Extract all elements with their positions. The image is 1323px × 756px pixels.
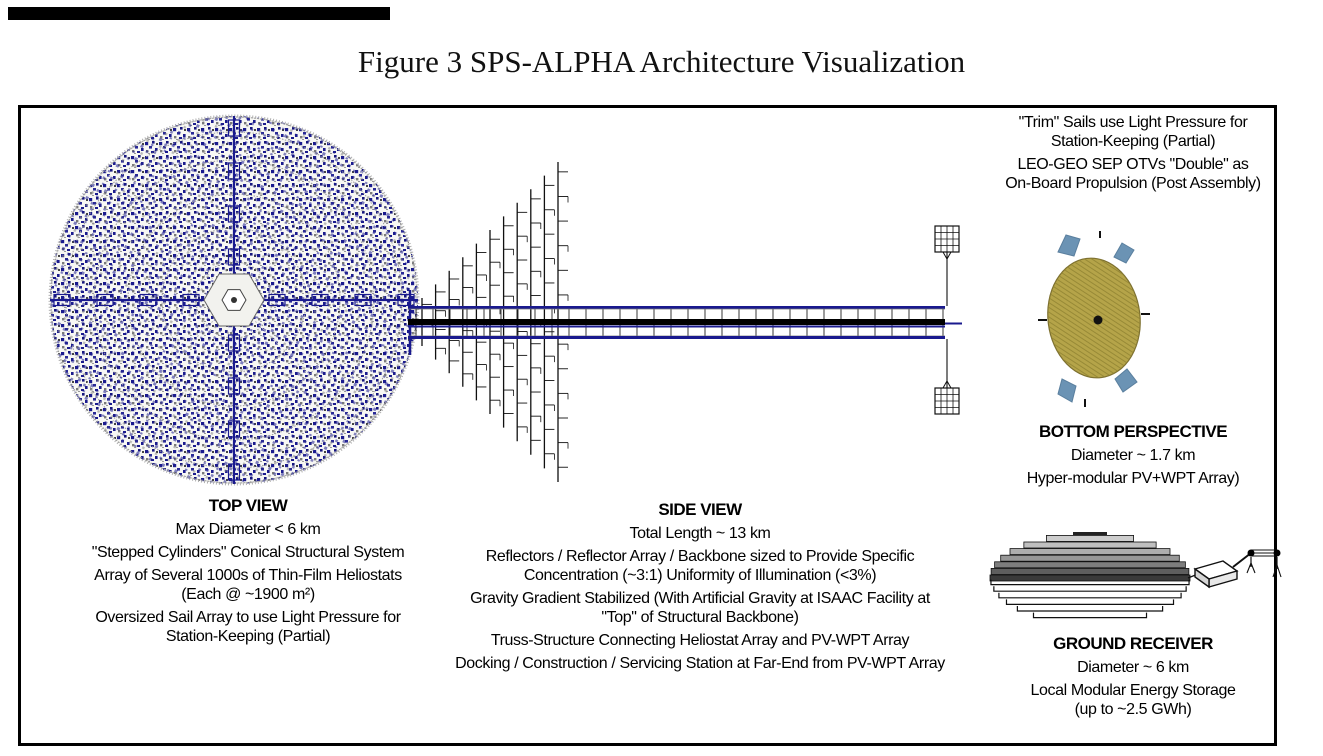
side-view-heading: SIDE VIEW xyxy=(658,500,742,519)
caption-line: (Each @ ~1900 m²) xyxy=(181,586,315,603)
top-view-diagram xyxy=(48,114,420,486)
caption-line: Hyper-modular PV+WPT Array) xyxy=(1026,470,1240,487)
caption-line: Array of Several 1000s of Thin-Film Heli… xyxy=(94,567,402,584)
caption-line: "Trim" Sails use Light Pressure for xyxy=(1018,114,1248,131)
caption-line: Concentration (~3:1) Uniformity of Illum… xyxy=(523,567,877,584)
caption-line: "Top" of Structural Backbone) xyxy=(601,609,799,626)
caption-line: Docking / Construction / Servicing Stati… xyxy=(455,655,945,672)
caption-line: On-Board Propulsion (Post Assembly) xyxy=(1005,175,1261,192)
caption-line: LEO-GEO SEP OTVs "Double" as xyxy=(1017,156,1249,173)
caption-line: Diameter ~ 6 km xyxy=(1077,659,1189,676)
caption-line: Max Diameter < 6 km xyxy=(175,521,321,538)
ground-receiver-heading: GROUND RECEIVER xyxy=(1053,634,1213,653)
caption-line: Local Modular Energy Storage xyxy=(1030,682,1236,699)
caption-line: Reflectors / Reflector Array / Backbone … xyxy=(485,548,915,565)
bottom-perspective-diagram xyxy=(1038,231,1150,407)
caption-line: Total Length ~ 13 km xyxy=(629,525,771,542)
ground-receiver-diagram xyxy=(989,532,1282,619)
caption-line: Station-Keeping (Partial) xyxy=(1050,133,1216,150)
bottom-perspective-heading: BOTTOM PERSPECTIVE xyxy=(1038,422,1228,441)
caption-line: Diameter ~ 1.7 km xyxy=(1070,447,1196,464)
bottom-perspective-caption: BOTTOM PERSPECTIVE Diameter ~ 1.7 km Hyp… xyxy=(963,422,1303,488)
top-black-bar xyxy=(8,7,390,20)
side-view-caption: SIDE VIEW Total Length ~ 13 km Reflector… xyxy=(385,500,1015,673)
top-view-heading: TOP VIEW xyxy=(208,496,288,515)
trim-sails xyxy=(1057,234,1138,403)
caption-line: Oversized Sail Array to use Light Pressu… xyxy=(95,609,401,626)
top-view-caption: TOP VIEW Max Diameter < 6 km "Stepped Cy… xyxy=(23,496,473,646)
caption-line: Station-Keeping (Partial) xyxy=(165,628,331,645)
figure-title: Figure 3 SPS-ALPHA Architecture Visualiz… xyxy=(357,44,966,79)
ground-receiver-caption: GROUND RECEIVER Diameter ~ 6 km Local Mo… xyxy=(963,634,1303,719)
trim-sails-note: "Trim" Sails use Light Pressure for Stat… xyxy=(963,113,1303,193)
caption-line: "Stepped Cylinders" Conical Structural S… xyxy=(91,544,405,561)
side-view-diagram xyxy=(408,162,962,482)
caption-line: Truss-Structure Connecting Heliostat Arr… xyxy=(490,632,910,649)
caption-line: Gravity Gradient Stabilized (With Artifi… xyxy=(470,590,930,607)
figure-frame: TOP VIEW Max Diameter < 6 km "Stepped Cy… xyxy=(18,105,1282,746)
caption-line: (up to ~2.5 GWh) xyxy=(1074,701,1192,718)
